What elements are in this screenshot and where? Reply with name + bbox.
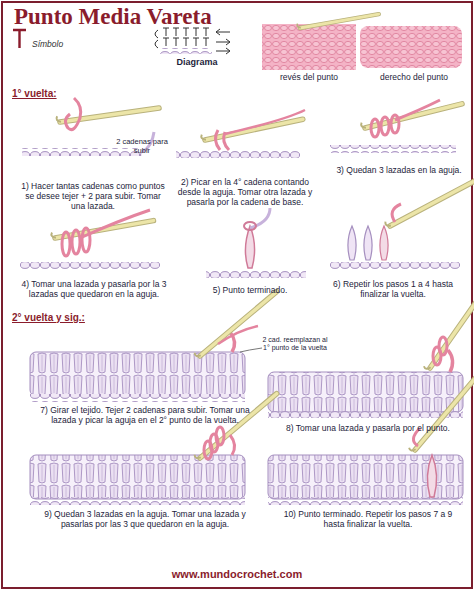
callout-note: 2 cadenas para subir xyxy=(116,138,168,155)
diagram-label: Diagrama xyxy=(166,57,228,67)
step-caption: 5) Punto terminado. xyxy=(188,286,312,296)
step-caption: 8) Tomar una lazada y pasarla por el pun… xyxy=(274,424,462,434)
step-caption: 9) Quedan 3 lazadas en la aguja. Tomar u… xyxy=(40,510,250,530)
step-caption: 10) Punto terminado. Repetir los pasos 7… xyxy=(274,510,462,530)
symbol-label: Símbolo xyxy=(32,40,82,50)
step-caption: 4) Tomar una lazada y pasarla por la 3 l… xyxy=(18,280,170,300)
section-heading: 1° vuelta: xyxy=(12,88,102,100)
step-caption: 6) Repetir los pasos 1 a 4 hasta finaliz… xyxy=(322,280,464,300)
callout-note: 2 cad. reemplazan al 1° punto de la vuel… xyxy=(262,336,328,352)
step-caption: 3) Quedan 3 lazadas en la aguja. xyxy=(336,166,462,176)
section-heading: 2° vuelta y sig.: xyxy=(12,312,122,324)
page-title: Punto Media Vareta xyxy=(14,4,212,30)
photo-caption: revés del punto xyxy=(268,73,350,83)
website-url: www.mundocrochet.com xyxy=(137,568,337,581)
photo-caption: derecho del punto xyxy=(366,73,462,83)
step-caption: 2) Picar en la 4° cadena contando desde … xyxy=(174,178,316,207)
step-caption: 1) Hacer tantas cadenas como puntos se d… xyxy=(18,182,168,211)
step-caption: 7) Girar el tejido. Tejer 2 cadenas para… xyxy=(40,406,250,426)
